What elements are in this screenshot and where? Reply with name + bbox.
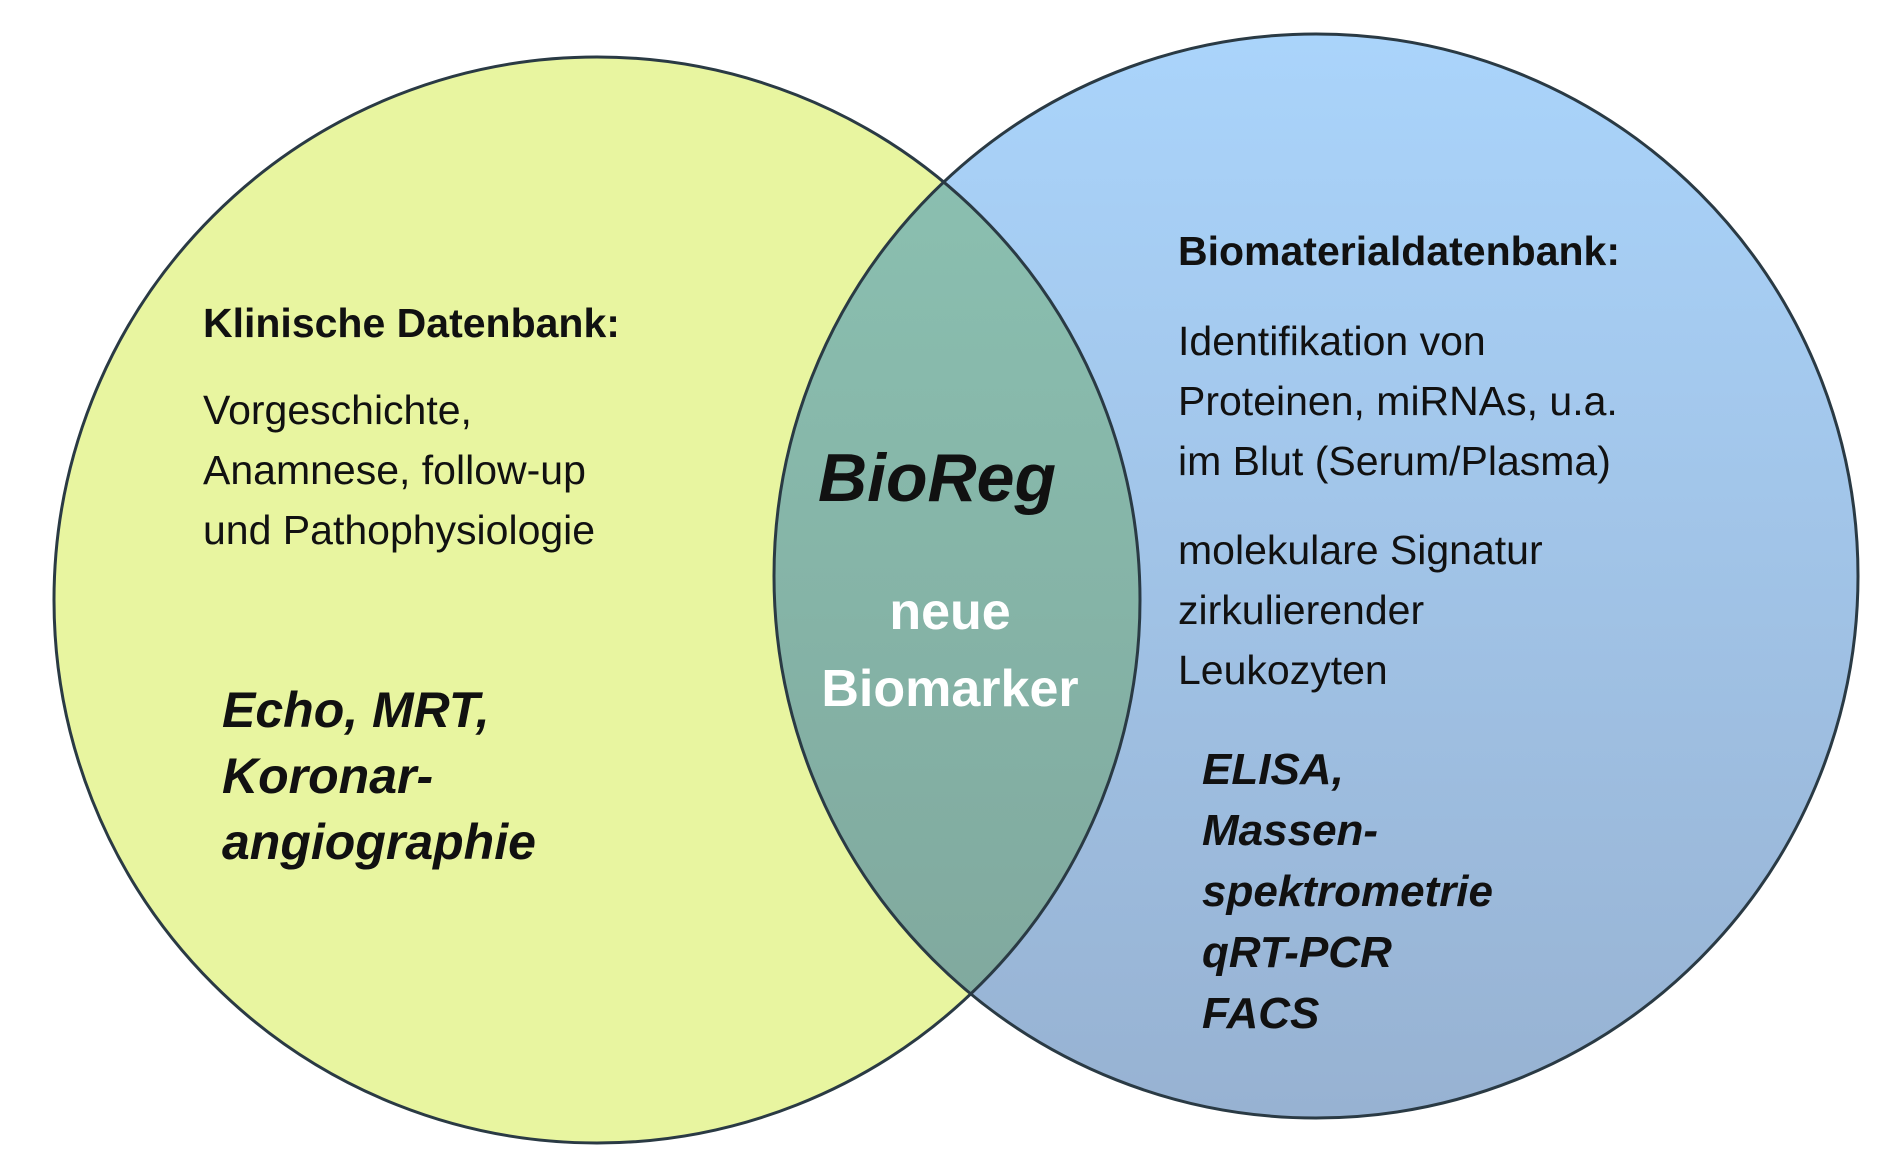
right-description-2: molekulare Signatur zirkulierender Leuko… [1178, 520, 1543, 700]
overlap-region [774, 57, 1140, 1118]
left-description-line: Anamnese, follow-up [203, 447, 586, 493]
right-method-line: ELISA, [1202, 745, 1344, 794]
left-circle-outline [52, 55, 1142, 1145]
left-description-line: Vorgeschichte, [203, 387, 472, 433]
right-method-line: spektrometrie [1202, 867, 1494, 916]
right-description-line: molekulare Signatur [1178, 527, 1543, 573]
left-description: Vorgeschichte, Anamnese, follow-up und P… [203, 380, 595, 560]
left-description-line: und Pathophysiologie [203, 507, 596, 553]
right-method-line: Massen- [1202, 806, 1379, 855]
left-heading: Klinische Datenbank: [203, 300, 620, 346]
right-heading: Biomaterialdatenbank: [1178, 228, 1620, 274]
right-description-1: Identifikation von Proteinen, miRNAs, u.… [1178, 311, 1618, 491]
right-method-line: qRT-PCR [1202, 928, 1392, 977]
right-circle-outline [772, 32, 1860, 1120]
center-label-line: neue [889, 583, 1011, 641]
right-description-line: Identifikation von [1178, 318, 1486, 364]
right-description-line: zirkulierender [1178, 587, 1425, 633]
right-methods: ELISA, Massen- spektrometrie qRT-PCR FAC… [1202, 739, 1493, 1044]
left-method-line: Koronar- [222, 748, 434, 804]
center-label: neue Biomarker [780, 574, 1120, 728]
right-description-line: Leukozyten [1178, 647, 1388, 693]
right-description-line: im Blut (Serum/Plasma) [1178, 438, 1611, 484]
right-description-line: Proteinen, miRNAs, u.a. [1178, 378, 1618, 424]
left-method-line: Echo, MRT, [222, 682, 490, 738]
center-label-line: Biomarker [821, 660, 1079, 718]
right-method-line: FACS [1202, 989, 1320, 1038]
bioreg-title: BioReg [818, 440, 1056, 516]
left-method-line: angiographie [222, 814, 536, 870]
left-methods: Echo, MRT, Koronar- angiographie [222, 677, 536, 875]
